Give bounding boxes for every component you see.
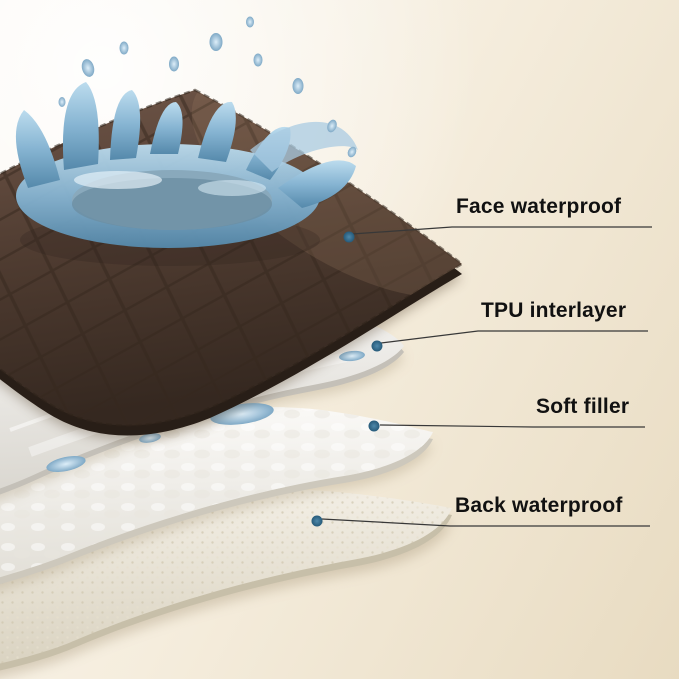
marker-dots <box>311 231 383 527</box>
splash-droplets <box>58 16 357 158</box>
water-splash-graphic <box>15 16 358 266</box>
callout-line-back <box>321 518 650 527</box>
water-droplets-on-tpu <box>46 350 365 473</box>
marker-dot-face <box>343 231 355 243</box>
marker-dot-tpu <box>371 340 383 352</box>
callout-annotations <box>321 226 652 527</box>
callout-line-face <box>351 226 652 235</box>
label-face-waterproof: Face waterproof <box>456 195 622 218</box>
label-back-waterproof: Back waterproof <box>455 494 623 517</box>
label-soft-filler: Soft filler <box>536 395 630 418</box>
callout-line-tpu <box>380 330 648 344</box>
marker-dot-back <box>311 515 323 527</box>
callout-line-filler <box>379 424 645 428</box>
label-tpu-interlayer: TPU interlayer <box>481 299 627 322</box>
marker-dot-filler <box>368 420 380 432</box>
